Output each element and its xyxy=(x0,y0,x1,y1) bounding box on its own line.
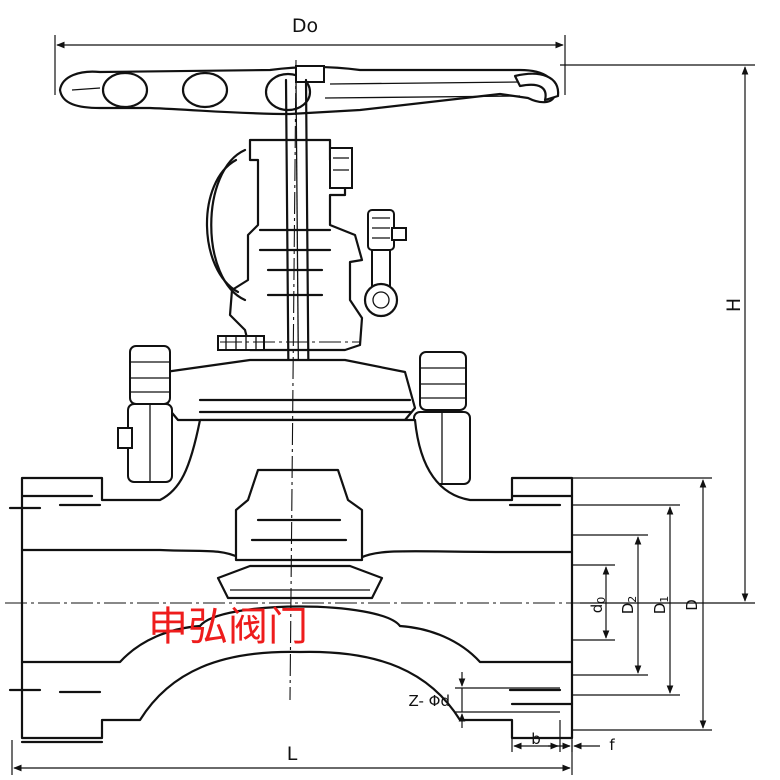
dimension-D: D xyxy=(572,477,712,731)
yoke xyxy=(205,138,364,352)
dimension-L: L xyxy=(11,740,573,775)
dimension-f: f xyxy=(548,736,615,754)
vertical-centerline xyxy=(289,59,297,701)
dimension-bolt-holes: Z- Φd xyxy=(408,672,560,728)
handwheel xyxy=(58,65,560,116)
svg-text:D2: D2 xyxy=(619,596,639,615)
svg-text:D: D xyxy=(683,599,701,611)
dimension-d0: d0 xyxy=(572,564,615,641)
label-bolt-holes: Z- Φd xyxy=(408,692,450,710)
bonnet-stud-left xyxy=(117,345,173,483)
svg-text:d0: d0 xyxy=(588,597,608,614)
valve-disc xyxy=(216,468,384,600)
dimension-H: H xyxy=(560,64,755,604)
flange-bolt-marks xyxy=(8,503,562,694)
watermark-text: 申弘阀门 xyxy=(148,604,308,650)
gland-bolt xyxy=(363,209,407,318)
dimension-D1: D1 xyxy=(572,504,680,696)
dimension-Do: Do xyxy=(54,15,566,95)
svg-text:f: f xyxy=(609,736,615,754)
svg-text:b: b xyxy=(531,730,541,748)
svg-text:D1: D1 xyxy=(651,596,671,615)
label-H: H xyxy=(723,298,745,312)
dimension-D2: D2 xyxy=(572,534,648,676)
label-L: L xyxy=(287,743,298,765)
bonnet-stud-right xyxy=(413,351,471,485)
label-Do: Do xyxy=(292,15,318,37)
bonnet-flange xyxy=(163,358,417,422)
yoke-cross-bolt xyxy=(217,335,265,351)
